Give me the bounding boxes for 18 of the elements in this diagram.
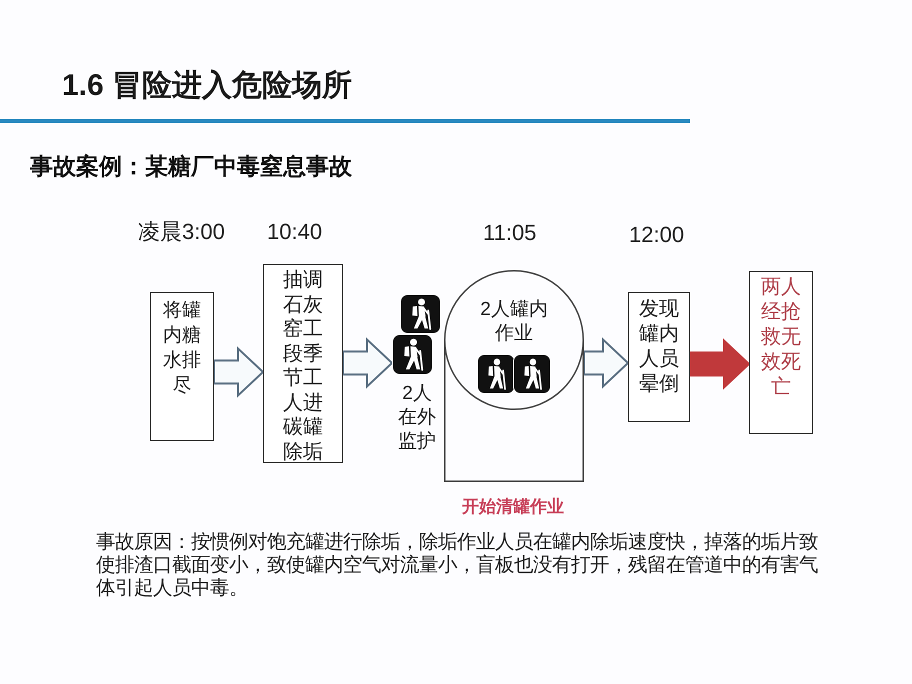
block-arrow: [213, 346, 264, 398]
caption-text: 事故原因：按惯例对饱充罐进行除垢，除垢作业人员在罐内除垢速度快，掉落的垢片致使排渣口截面变小，致使罐内空气对流量小，盲板也没有打开，残留在管道中的有害气体引起人员中毒。: [96, 531, 819, 600]
node-text: 2人罐内作业: [479, 298, 549, 346]
process-box: 两人经抢救无效死亡: [749, 271, 813, 434]
process-box: 抽调石灰窑工段季节工人进碳罐除垢: [263, 264, 343, 463]
block-arrow: [689, 338, 750, 390]
node-text: 2人在外监护: [397, 382, 437, 454]
block-arrow: [342, 337, 394, 389]
block-arrow: [583, 337, 630, 389]
process-box: 发现罐内人员晕倒: [628, 292, 690, 422]
time-label: 10:40: [267, 219, 322, 245]
process-box: 将罐内糖水排尽: [150, 292, 214, 441]
subtitle: 事故案例：某糖厂中毒窒息事故: [30, 152, 352, 180]
stage-label: 开始清罐作业: [462, 496, 564, 517]
slide-title: 1.6 冒险进入危险场所: [62, 68, 352, 104]
time-label: 12:00: [629, 222, 684, 248]
time-label: 11:05: [483, 220, 536, 246]
time-label: 凌晨3:00: [138, 219, 225, 245]
